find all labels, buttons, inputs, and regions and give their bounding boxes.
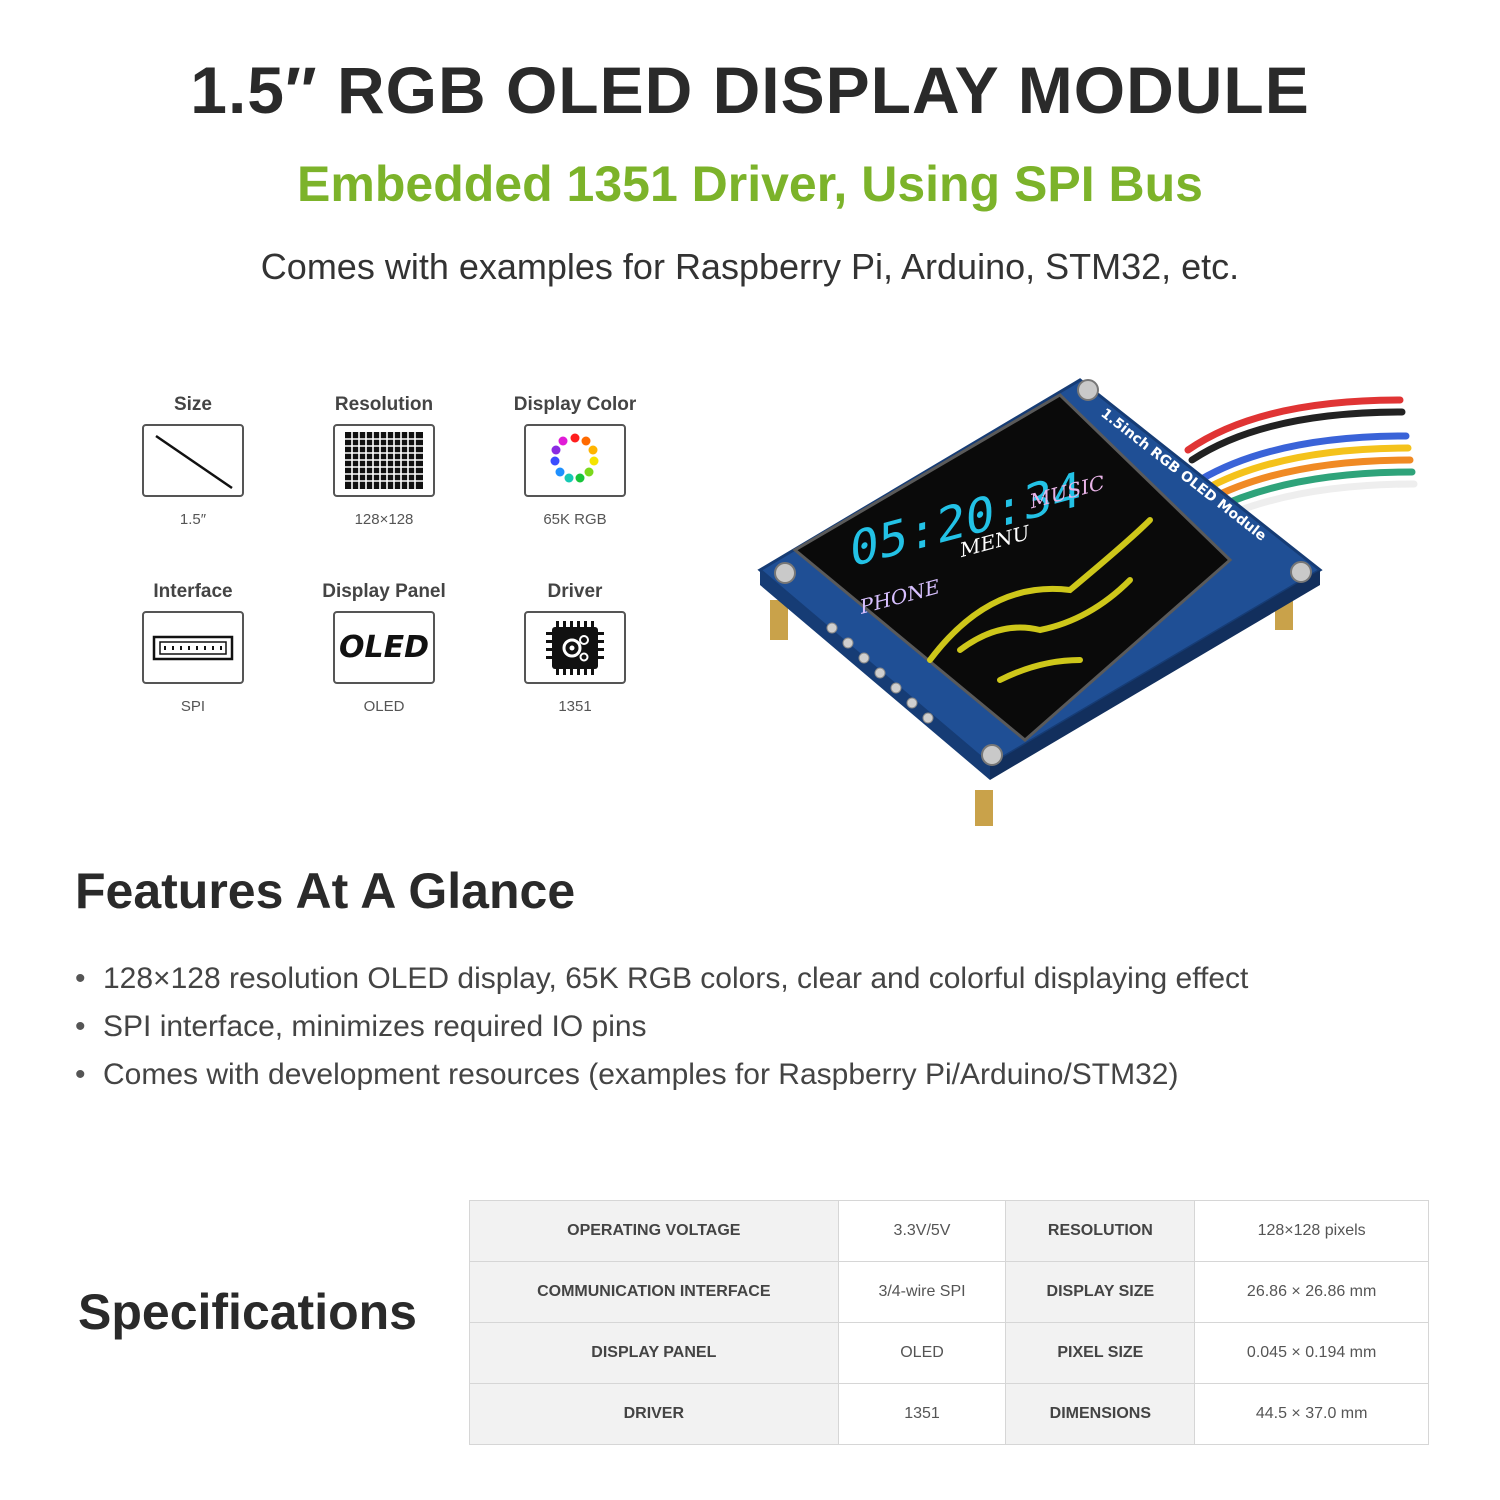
feature-label: Display Color [513, 394, 637, 415]
feature-value: 65K RGB [543, 511, 607, 528]
spec-key: COMMUNICATION INTERFACE [469, 1261, 839, 1323]
feature-label: Size [173, 394, 213, 415]
page-title: 1.5″ RGB OLED DISPLAY MODULE [190, 53, 1310, 127]
spec-value: 1351 [837, 1383, 1007, 1445]
spec-key: PIXEL SIZE [1005, 1322, 1196, 1384]
feature-value: 1.5″ [179, 511, 207, 528]
oled-text-icon: OLED [333, 611, 435, 684]
feature-label: Interface [153, 581, 233, 602]
feature-value: 1351 [558, 698, 592, 715]
spec-value: 0.045 × 0.194 mm [1194, 1322, 1429, 1384]
connector-icon [142, 611, 244, 684]
spec-value: 3.3V/5V [837, 1200, 1007, 1262]
spec-key: RESOLUTION [1005, 1200, 1196, 1262]
table-row: DRIVER 1351 DIMENSIONS 44.5 × 37.0 mm [469, 1383, 1429, 1445]
color-wheel-icon [524, 424, 626, 497]
feature-value: 128×128 [354, 511, 414, 528]
list-item: •SPI interface, minimizes required IO pi… [75, 1010, 647, 1043]
spec-value: 26.86 × 26.86 mm [1194, 1261, 1429, 1323]
feature-resolution: Resolution 128×128 [299, 392, 469, 528]
table-row: OPERATING VOLTAGE 3.3V/5V RESOLUTION 128… [469, 1200, 1429, 1262]
oled-icon-text: OLED [338, 630, 429, 665]
feature-value: SPI [180, 698, 206, 715]
feature-display-panel: Display Panel OLED OLED [299, 579, 469, 715]
table-row: COMMUNICATION INTERFACE 3/4-wire SPI DIS… [469, 1261, 1429, 1323]
spec-key: DRIVER [469, 1383, 839, 1445]
spec-key: OPERATING VOLTAGE [469, 1200, 839, 1262]
feature-driver: Driver 1351 [490, 579, 660, 715]
feature-label: Driver [547, 581, 603, 602]
specifications-table: OPERATING VOLTAGE 3.3V/5V RESOLUTION 128… [469, 1200, 1429, 1445]
feature-display-color: Display Color 65K RGB [490, 392, 660, 528]
table-row: DISPLAY PANEL OLED PIXEL SIZE 0.045 × 0.… [469, 1322, 1429, 1384]
specifications-heading: Specifications [78, 1284, 417, 1340]
list-item: •Comes with development resources (examp… [75, 1058, 1179, 1091]
chip-icon [524, 611, 626, 684]
list-item: •128×128 resolution OLED display, 65K RG… [75, 962, 1249, 995]
features-list: •128×128 resolution OLED display, 65K RG… [75, 955, 1248, 1099]
spec-value: 44.5 × 37.0 mm [1194, 1383, 1429, 1445]
feature-size: Size 1.5″ [108, 392, 278, 528]
feature-label: Display Panel [322, 581, 446, 602]
spec-value: 128×128 pixels [1194, 1200, 1429, 1262]
spec-key: DISPLAY PANEL [469, 1322, 839, 1384]
page-tagline: Comes with examples for Raspberry Pi, Ar… [260, 246, 1240, 287]
spec-key: DIMENSIONS [1005, 1383, 1196, 1445]
page-subtitle: Embedded 1351 Driver, Using SPI Bus [297, 156, 1203, 212]
features-heading: Features At A Glance [75, 863, 576, 919]
spec-value: 3/4-wire SPI [837, 1261, 1007, 1323]
product-image: 05:20:34 PHONE MENU MUSIC 1.5inch RGB OL… [740, 360, 1440, 840]
diagonal-line-icon [142, 424, 244, 497]
feature-value: OLED [363, 698, 405, 715]
pixel-grid-icon [333, 424, 435, 497]
feature-interface: Interface SPI [108, 579, 278, 715]
spec-value: OLED [837, 1322, 1007, 1384]
spec-key: DISPLAY SIZE [1005, 1261, 1196, 1323]
feature-label: Resolution [334, 394, 434, 415]
